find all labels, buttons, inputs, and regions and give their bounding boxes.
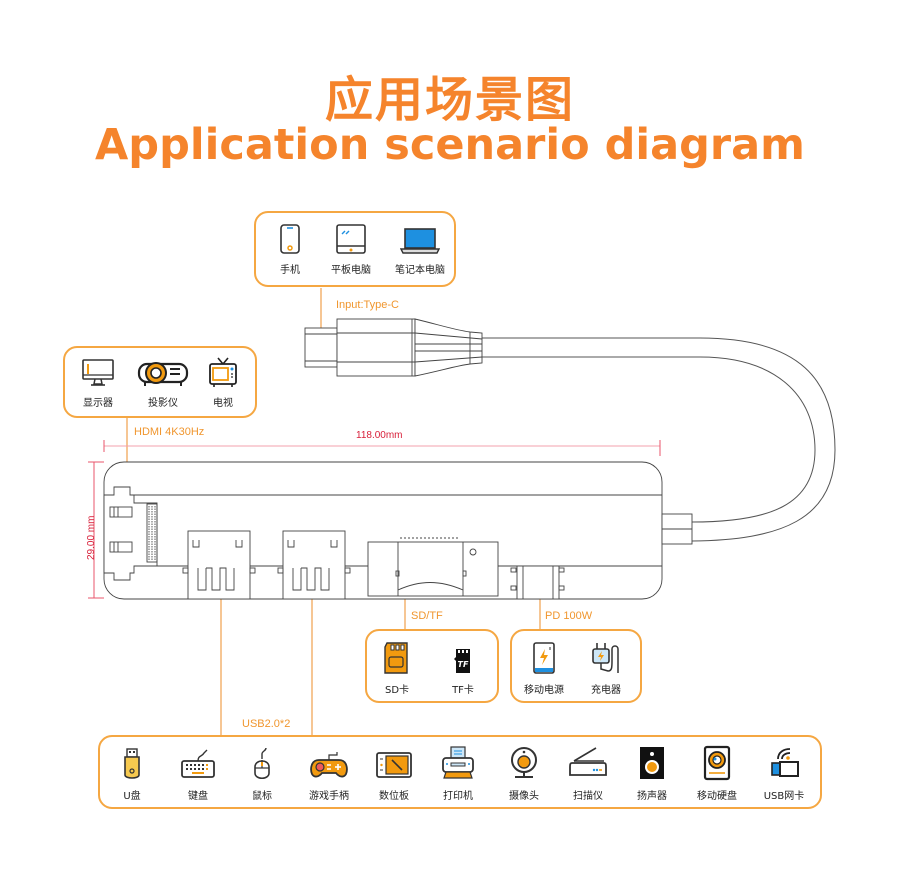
speaker-icon	[640, 747, 664, 779]
device-webcam: 摄像头	[498, 745, 550, 802]
gamepad-icon	[310, 752, 348, 778]
device-keyboard: 键盘	[172, 747, 224, 802]
device-label: 打印机	[443, 791, 473, 802]
charger-icon	[592, 643, 619, 673]
usb-drive-icon	[124, 748, 140, 779]
device-scanner: 扫描仪	[562, 745, 614, 802]
device-label: 平板电脑	[331, 265, 371, 276]
usb-port-2	[277, 530, 351, 600]
card-devices-panel: SD卡 TF TF卡	[365, 629, 499, 703]
webcam-icon	[511, 747, 537, 778]
pd-port	[510, 565, 565, 600]
device-speaker: 扬声器	[626, 745, 678, 802]
keyboard-icon	[181, 749, 215, 778]
device-label: 键盘	[188, 791, 208, 802]
device-label: U盘	[123, 791, 141, 802]
device-label: 扫描仪	[573, 791, 603, 802]
device-label: 游戏手柄	[309, 791, 349, 802]
power-bank-icon	[533, 642, 555, 674]
display-devices-panel: 显示器 投影仪 电视	[63, 346, 257, 418]
tf-glyph: TF	[458, 660, 469, 669]
device-tf-card: TF TF卡	[441, 647, 485, 696]
pd-port-label: PD 100W	[545, 610, 593, 622]
tv-icon	[209, 357, 237, 387]
tf-card-icon: TF	[454, 649, 470, 673]
tablet-icon	[336, 224, 366, 254]
hdmi-port-label: HDMI 4K30Hz	[134, 426, 205, 438]
device-label: 显示器	[83, 398, 113, 409]
mouse-icon	[254, 747, 270, 780]
device-drawing-tablet: 数位板	[368, 747, 420, 802]
type-c-plug	[304, 318, 483, 377]
device-label: 扬声器	[637, 791, 667, 802]
device-label: 手机	[280, 265, 300, 276]
sd-tf-slot	[367, 537, 499, 597]
device-mouse: 鼠标	[240, 747, 284, 802]
device-hard-drive: 移动硬盘	[690, 745, 744, 802]
device-phone: 手机	[270, 223, 310, 276]
device-tablet: 平板电脑	[324, 223, 378, 276]
device-label: 充电器	[591, 685, 621, 696]
device-label: 投影仪	[148, 398, 178, 409]
device-label: 数位板	[379, 791, 409, 802]
hdmi-port	[103, 486, 158, 581]
device-label: 电视	[213, 398, 233, 409]
dimension-lines	[88, 440, 661, 599]
device-projector: 投影仪	[131, 358, 195, 409]
hub-body	[103, 461, 693, 600]
page-title-cn: 应用场景图	[324, 72, 575, 128]
scanner-icon	[569, 747, 607, 776]
input-devices-panel: 手机 平板电脑 笔记本电脑	[254, 211, 456, 287]
device-laptop: 笔记本电脑	[388, 223, 452, 276]
device-label: 摄像头	[509, 791, 539, 802]
device-gamepad: 游戏手柄	[300, 747, 358, 802]
device-tv: 电视	[201, 356, 245, 409]
phone-icon	[280, 224, 300, 254]
drawing-tablet-icon	[376, 752, 412, 778]
device-printer: 打印机	[432, 745, 484, 802]
projector-icon	[137, 362, 189, 386]
power-devices-panel: 移动电源 充电器	[510, 629, 642, 703]
card-slot-label: SD/TF	[411, 610, 443, 622]
printer-icon	[442, 746, 474, 779]
width-dimension: 118.00mm	[356, 430, 403, 441]
usb-devices-panel: U盘 键盘 鼠标 游戏手柄	[98, 735, 822, 809]
device-label: 笔记本电脑	[395, 265, 445, 276]
device-usb-drive: U盘	[110, 747, 154, 802]
device-label: SD卡	[384, 685, 410, 696]
usb-wifi-icon	[771, 748, 799, 777]
laptop-icon	[400, 228, 440, 254]
device-usb-wifi: USB网卡	[756, 745, 812, 802]
input-port-label: Input:Type-C	[336, 299, 399, 311]
hard-drive-icon	[703, 745, 731, 781]
device-monitor: 显示器	[73, 358, 123, 409]
device-power-bank: 移动电源	[518, 641, 570, 696]
device-sd-card: SD卡	[375, 641, 419, 696]
device-label: TF卡	[452, 685, 474, 696]
sd-card-icon	[384, 642, 408, 674]
cable	[482, 337, 836, 542]
device-charger: 充电器	[580, 641, 632, 696]
device-label: 移动电源	[524, 685, 564, 696]
page-title-en: Application scenario diagram	[95, 120, 805, 170]
usb-port-label: USB2.0*2	[242, 718, 291, 730]
device-label: 移动硬盘	[697, 791, 737, 802]
device-label: USB网卡	[763, 791, 805, 802]
monitor-icon	[82, 359, 114, 386]
device-label: 鼠标	[252, 791, 272, 802]
usb-port-1	[180, 530, 256, 600]
height-dimension: 29.00 mm	[86, 515, 97, 560]
